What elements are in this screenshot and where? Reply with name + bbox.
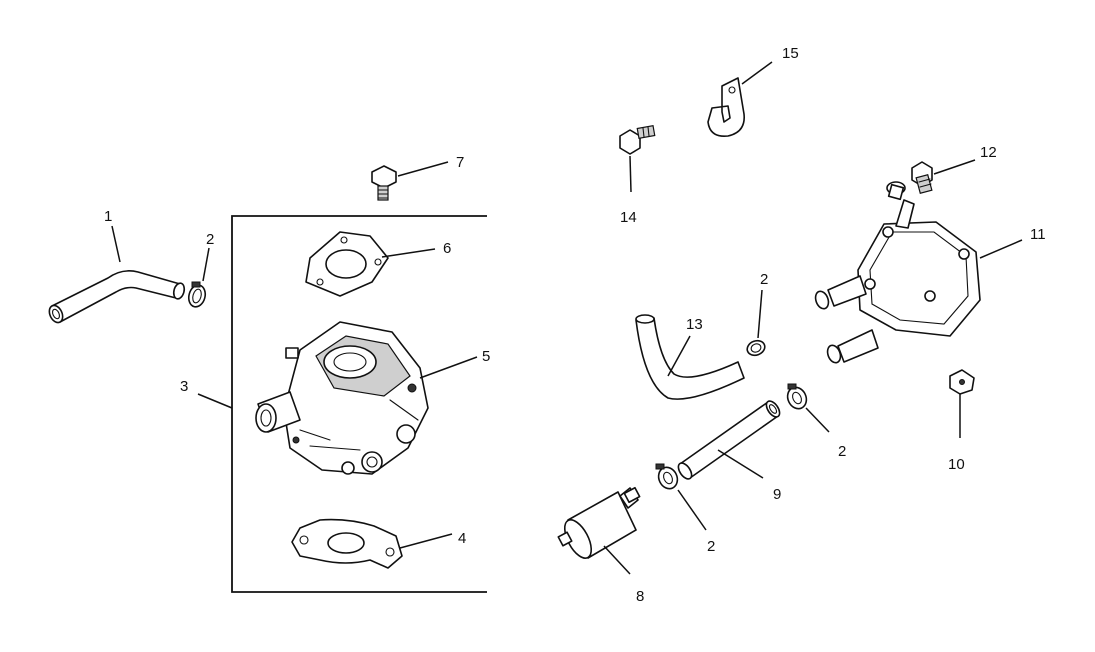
callout-3: 3 <box>180 378 188 395</box>
callout-2-upper: 2 <box>760 271 768 288</box>
part-2-hose-clamp-lower[interactable] <box>655 463 681 492</box>
callout-13: 13 <box>686 316 703 333</box>
part-1-fuel-hose[interactable] <box>47 270 186 325</box>
part-15-hose-clip[interactable] <box>707 77 745 138</box>
part-14-bolt[interactable] <box>619 124 656 155</box>
callout-4: 4 <box>458 530 466 547</box>
callout-labels: 1 2 3 4 5 6 7 8 9 10 11 12 13 14 15 2 2 … <box>104 45 1046 605</box>
carburetor-assembly-bracket <box>231 215 487 593</box>
callout-9: 9 <box>773 486 781 503</box>
part-10-fitting[interactable] <box>949 369 975 395</box>
part-13-bent-hose[interactable] <box>635 314 745 400</box>
callout-14: 14 <box>620 209 637 226</box>
callout-7: 7 <box>456 154 464 171</box>
part-6-gasket-top[interactable] <box>305 231 389 297</box>
part-2-hose-clamp-upper[interactable] <box>745 338 767 357</box>
part-11-fuel-pump[interactable] <box>813 181 981 365</box>
callout-8: 8 <box>636 588 644 605</box>
part-4-gasket-bottom[interactable] <box>291 518 403 569</box>
callout-1: 1 <box>104 208 112 225</box>
callout-12: 12 <box>980 144 997 161</box>
callout-2-lower: 2 <box>707 538 715 555</box>
part-8-fuel-filter[interactable] <box>557 486 641 562</box>
callout-11: 11 <box>1030 226 1046 243</box>
callout-2-right: 2 <box>838 443 846 460</box>
part-5-carburetor[interactable] <box>255 321 429 475</box>
part-9-straight-hose[interactable] <box>676 399 783 481</box>
callout-15: 15 <box>782 45 799 62</box>
part-2-hose-clamp-right[interactable] <box>784 383 810 412</box>
part-12-bolt[interactable] <box>911 161 933 195</box>
callout-6: 6 <box>443 240 451 257</box>
leader-lines <box>111 61 1023 575</box>
callout-2-left: 2 <box>206 231 214 248</box>
callout-10: 10 <box>948 456 965 473</box>
callout-5: 5 <box>482 348 490 365</box>
part-2-hose-clamp-left[interactable] <box>186 281 207 309</box>
part-7-screw[interactable] <box>371 165 397 201</box>
